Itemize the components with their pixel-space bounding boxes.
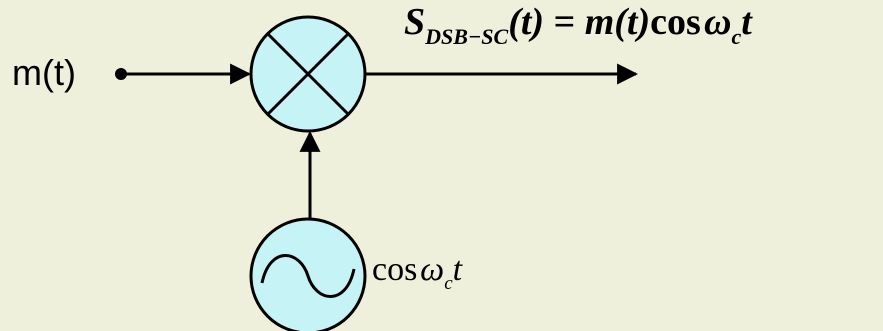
multiplier-block: [249, 15, 367, 133]
input-signal-label: m(t): [12, 52, 76, 93]
omega-symbol: ω: [704, 1, 732, 43]
multiplier-cross-line-2: [266, 32, 350, 116]
cos-function: cos: [650, 1, 701, 43]
message-term: m(t): [584, 1, 651, 43]
oscillator-block: [249, 217, 367, 331]
oscillator-equation: cos ωct: [372, 251, 463, 294]
osc-cos-function: cos: [372, 251, 418, 288]
output-equation: SDSB−SC(t) = m(t)cos ωct: [404, 0, 752, 49]
osc-time-variable: t: [452, 251, 463, 288]
time-variable: t: [741, 1, 752, 43]
sine-wave-icon: [260, 254, 356, 298]
omega-subscript: c: [731, 24, 742, 49]
osc-omega-symbol: ω: [420, 251, 445, 288]
equals-sign: =: [544, 1, 585, 43]
osc-omega-subscript: c: [444, 273, 453, 294]
output-argument: (t): [508, 1, 545, 43]
output-subscript: DSB−SC: [425, 24, 509, 49]
output-symbol-s: S: [404, 1, 426, 43]
